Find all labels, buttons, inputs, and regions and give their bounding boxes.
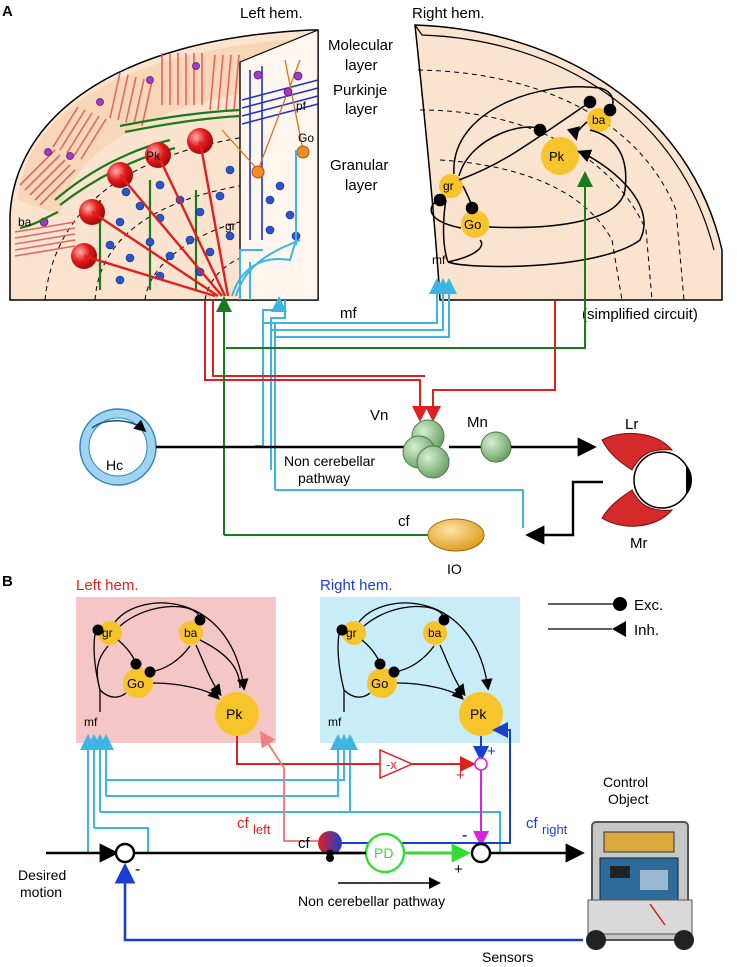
right-hem-title-b: Right hem. [320, 577, 393, 594]
control-2: Object [608, 791, 649, 807]
label-gr-left: gr [225, 219, 236, 233]
left-hem-title-b: Left hem. [76, 577, 139, 594]
plant-sum-plus: + [454, 861, 463, 878]
plant-sum-minus: - [462, 827, 467, 844]
desired-2: motion [20, 884, 62, 900]
legend-exc: Exc. [634, 597, 663, 614]
purkinje-layer-2: layer [345, 101, 378, 118]
b-right-pk: Pk [470, 706, 487, 722]
right-hem-circuit: gr ba Go Pk mf [328, 602, 503, 736]
cf-left-sub: left [253, 822, 271, 837]
cf-pathway-green [216, 171, 593, 536]
label-pk-right: Pk [549, 149, 565, 164]
simplified-circuit-label: (simplified circuit) [582, 306, 698, 323]
sensor-feedback [114, 862, 583, 942]
panel-b-label: B [2, 573, 13, 590]
inferior-olive: IO cf [398, 513, 485, 577]
plant-sum-junction [470, 842, 492, 864]
eye-to-io [525, 480, 603, 545]
cf-right-sub: right [542, 822, 568, 837]
panel-a-label: A [2, 3, 13, 20]
vestibular-nuclei: Vn [370, 407, 450, 479]
b-left-ba: ba [184, 626, 198, 640]
gain-label: -x [386, 757, 397, 772]
right-hemisphere-section: Pk ba gr Go mf (simplified circuit) [414, 24, 723, 323]
label-go-left: Go [298, 131, 314, 145]
io-label: IO [447, 561, 462, 577]
cf-split-node [318, 831, 342, 855]
lr-label: Lr [625, 416, 638, 433]
b-right-go: Go [371, 676, 388, 691]
purkinje-layer-1: Purkinje [333, 82, 387, 99]
error-sum-minus: - [135, 861, 140, 878]
cf-left-main: cf [237, 815, 250, 832]
b-left-go: Go [127, 676, 144, 691]
b-right-mf: mf [328, 715, 342, 729]
sum-junction-top [474, 757, 488, 771]
cf-right-line [342, 722, 511, 844]
label-mf-right: mf [432, 253, 446, 267]
left-hemisphere-section: Pk gr pf Go ba [9, 29, 319, 301]
gr-cell-right [439, 174, 463, 198]
cf-b-label: cf [298, 835, 311, 852]
ncp-label-2: pathway [298, 470, 350, 486]
horizontal-canal: Hc [79, 408, 157, 486]
molecular-layer-2: layer [345, 57, 378, 74]
label-pf: pf [296, 99, 307, 113]
label-ba-right: ba [592, 113, 606, 127]
mr-label: Mr [630, 535, 648, 552]
top-sum-plus-1: + [487, 743, 496, 760]
b-mf-cyan [80, 734, 501, 853]
mf-bundle-label: mf [340, 305, 357, 322]
motor-nuclei: Mn [467, 414, 512, 463]
right-hem-title: Right hem. [412, 5, 485, 22]
control-1: Control [603, 774, 648, 790]
left-hem-circuit: gr ba Go Pk mf [84, 602, 259, 736]
robot-icon [586, 821, 694, 950]
b-right-gr: gr [346, 626, 357, 640]
left-hem-title: Left hem. [240, 5, 303, 22]
b-right-ba: ba [428, 626, 442, 640]
cf-right-main: cf [526, 815, 539, 832]
desired-1: Desired [18, 867, 66, 883]
molecular-layer-1: Molecular [328, 37, 393, 54]
cf-label-a: cf [398, 513, 411, 530]
label-ba-left: ba [18, 215, 32, 229]
gain-block: -x [379, 748, 414, 780]
label-pk-left: Pk [146, 149, 161, 163]
mf-pathways [239, 249, 524, 528]
b-left-mf: mf [84, 715, 98, 729]
ncp-label-1: Non cerebellar [284, 453, 375, 469]
go-cell-right [461, 210, 489, 238]
granular-layer-1: Granular [330, 157, 388, 174]
label-go-right: Go [464, 217, 481, 232]
mn-label: Mn [467, 414, 488, 431]
error-sum-junction [114, 842, 136, 864]
ncp-label-b: Non cerebellar pathway [298, 893, 445, 909]
b-left-pk: Pk [226, 706, 243, 722]
granular-layer-2: layer [345, 177, 378, 194]
b-left-gr: gr [102, 626, 113, 640]
eye-icon: Lr Mr [601, 416, 692, 552]
vn-label: Vn [370, 407, 388, 424]
vn-inputs-red [204, 300, 556, 422]
sensors-label: Sensors [482, 949, 533, 965]
cf-left-line [259, 730, 318, 842]
top-sum-plus-2: + [456, 767, 465, 784]
hc-label: Hc [106, 457, 123, 473]
label-gr-right: gr [443, 179, 454, 193]
pk-cell-right [541, 137, 579, 175]
legend-inh: Inh. [634, 622, 659, 639]
legend: Exc. Inh. [548, 597, 663, 639]
pd-controller: PD [364, 832, 406, 874]
pd-label: PD [374, 845, 393, 861]
